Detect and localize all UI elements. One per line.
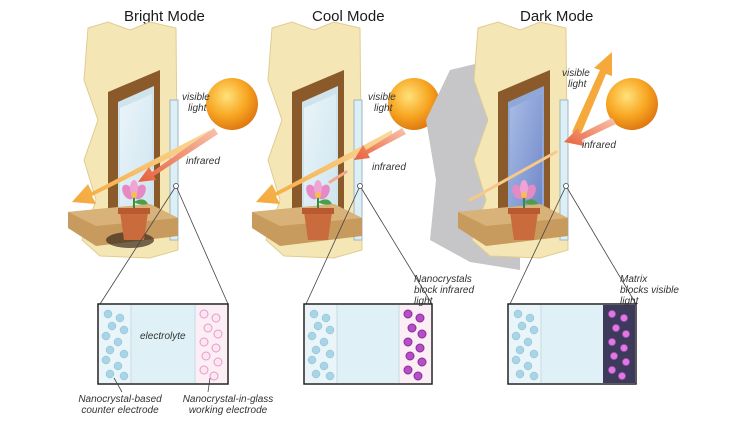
visible-light-arrow xyxy=(572,52,612,136)
dark-mode-panel xyxy=(426,21,658,385)
infrared-arrow-faint xyxy=(328,170,348,184)
visible-light-arrow xyxy=(256,130,392,204)
visible-light-label: visible light xyxy=(562,68,590,90)
infrared-label: infrared xyxy=(186,156,220,167)
electrolyte-label: electrolyte xyxy=(140,331,186,342)
cool-mode-note: Nanocrystals block infrared light xyxy=(414,274,475,307)
sun-icon xyxy=(606,78,658,130)
flower-pot xyxy=(304,212,332,240)
bright-mode-title: Bright Mode xyxy=(124,8,205,25)
cool-mode-title: Cool Mode xyxy=(312,8,385,25)
flower-icon xyxy=(512,180,536,200)
dark-mode-note: Matrix blocks visible light xyxy=(620,274,679,307)
flower-icon xyxy=(306,180,330,200)
window-glass xyxy=(353,99,363,241)
flower-pot xyxy=(120,212,148,240)
bright-inset xyxy=(97,303,229,393)
dark-inset xyxy=(507,303,637,385)
infrared-arrow xyxy=(564,118,616,146)
sun-icon xyxy=(388,78,440,130)
infrared-label: infrared xyxy=(372,162,406,173)
infrared-label: infrared xyxy=(582,140,616,151)
window-glass xyxy=(169,99,179,241)
window-glass xyxy=(559,99,569,241)
infrared-arrow xyxy=(354,128,406,160)
flower-icon xyxy=(122,180,146,200)
visible-light-label: visible light xyxy=(368,92,396,114)
visible-light-arrow xyxy=(72,130,210,204)
sun-icon xyxy=(206,78,258,130)
cool-mode-panel xyxy=(252,21,440,385)
counter-electrode-label: Nanocrystal-based counter electrode xyxy=(78,394,162,416)
visible-light-faint xyxy=(468,150,558,202)
infrared-arrow xyxy=(138,128,218,182)
working-electrode-label: Nanocrystal-in-glass working electrode xyxy=(182,394,274,416)
flower-pot xyxy=(510,212,538,240)
bright-mode-panel xyxy=(68,21,258,393)
dark-mode-title: Dark Mode xyxy=(520,8,594,25)
visible-light-label: visible light xyxy=(182,92,210,114)
cool-inset xyxy=(303,303,433,385)
